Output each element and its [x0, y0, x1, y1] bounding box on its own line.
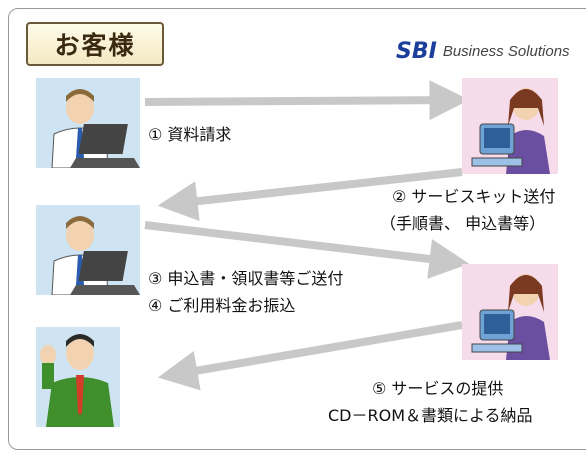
step-2-sublabel: （手順書、 申込書等）: [380, 214, 546, 233]
step-1-label: ① 資料請求: [148, 125, 232, 144]
sbi-logo-subtitle: Business Solutions: [442, 42, 570, 60]
step-5-label: ⑤ サービスの提供: [372, 379, 504, 398]
arrow-request: [144, 80, 470, 121]
arrow-application: [144, 221, 470, 279]
step-5-sublabel: CD－ROM＆書類による納品: [328, 406, 533, 425]
operator-at-computer-illustration: [462, 264, 558, 360]
sbi-logo: SBI Business Solutions: [396, 36, 570, 66]
customer-badge: お客様: [26, 22, 164, 66]
customer-ok-gesture-illustration: [36, 327, 120, 427]
step-3-label: ③ 申込書・領収書等ご送付: [148, 269, 344, 288]
flow-arrows: [144, 80, 470, 391]
customer-at-laptop-illustration: [36, 78, 140, 168]
arrow-service: [157, 321, 463, 391]
step-2-label: ② サービスキット送付: [392, 187, 556, 206]
sbi-logo-mark: SBI: [396, 38, 437, 64]
operator-at-computer-illustration: [462, 78, 558, 174]
step-4-label: ④ ご利用料金お振込: [148, 296, 296, 315]
customer-at-laptop-illustration: [36, 205, 140, 295]
arrow-kit-send: [157, 168, 463, 222]
